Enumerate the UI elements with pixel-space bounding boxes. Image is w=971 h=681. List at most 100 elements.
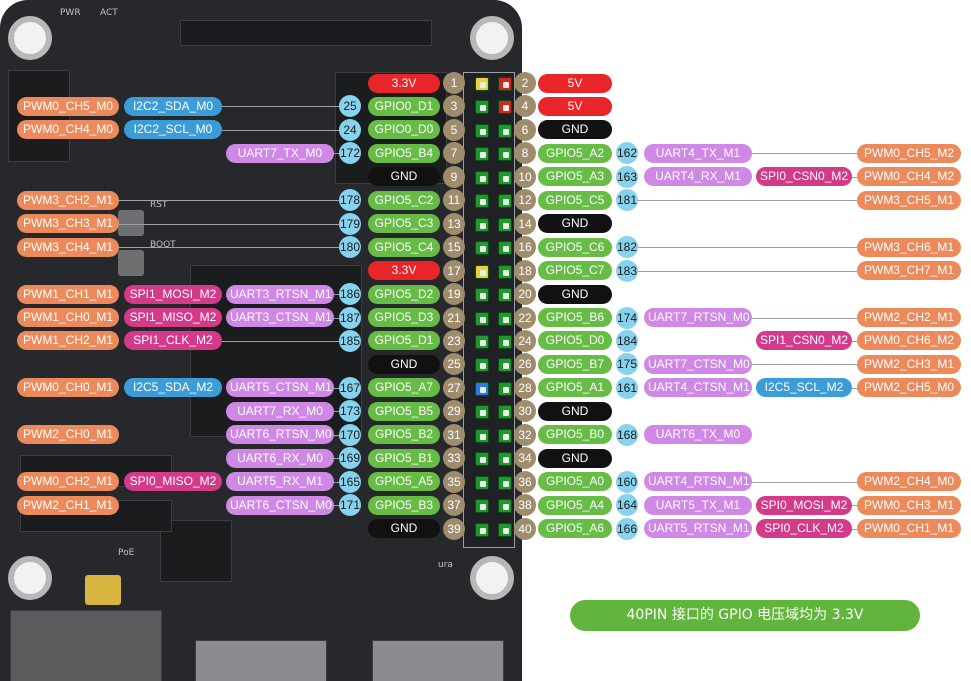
- spi-function-label: SPI1_CLK_M2: [124, 331, 222, 351]
- gpio-number: 164: [616, 494, 638, 517]
- gpio-name-label: GPIO5_B6: [538, 308, 612, 327]
- gpio-number: 186: [339, 283, 361, 306]
- leader-line: [334, 458, 339, 460]
- pin-number: 26: [514, 353, 536, 376]
- pin-6: [498, 123, 512, 138]
- mounting-hole: [470, 16, 514, 60]
- uart-function-label: UART5_TX_M1: [644, 495, 752, 515]
- pin-number: 23: [443, 329, 465, 352]
- gpio-number: 181: [616, 189, 638, 212]
- pin-23: [475, 334, 489, 349]
- gpio-name-label: GPIO5_A7: [368, 378, 440, 398]
- pwm-function-label: PWM3_CH3_M1: [17, 214, 119, 234]
- pin-number: 25: [443, 353, 465, 376]
- pin-number: 20: [514, 283, 536, 306]
- pin-number: 12: [514, 189, 536, 212]
- gpio-name-label: GPIO5_C4: [368, 237, 440, 257]
- pwm-function-label: PWM3_CH2_M1: [17, 190, 119, 210]
- leader-line: [222, 340, 339, 342]
- pin-number: 27: [443, 376, 465, 399]
- pwm-function-label: PWM0_CH6_M2: [857, 331, 961, 351]
- pwm-function-label: PWM2_CH1_M1: [17, 495, 119, 515]
- gpio-number: 178: [339, 189, 361, 212]
- pin-13: [475, 217, 489, 232]
- pin-number: 15: [443, 236, 465, 259]
- gpio-name-label: GPIO5_D3: [368, 308, 440, 327]
- gnd-label: GND: [368, 354, 440, 374]
- pin-number: 5: [443, 118, 465, 141]
- pwm-function-label: PWM2_CH2_M1: [857, 308, 961, 327]
- gpio-name-label: GPIO5_A6: [538, 519, 612, 539]
- spi-function-label: SPI0_CSN0_M2: [756, 167, 852, 187]
- pin-2: [498, 77, 512, 91]
- uart-function-label: UART7_RX_M0: [226, 401, 334, 421]
- leader-line: [334, 153, 339, 155]
- gpio-number: 161: [616, 376, 638, 399]
- leader-line: [638, 270, 857, 272]
- power-5v-label: 5V: [538, 73, 612, 93]
- gpio-number: 169: [339, 447, 361, 470]
- pin-16: [498, 241, 512, 256]
- pwm-function-label: PWM2_CH4_M0: [857, 472, 961, 492]
- pin-number: 33: [443, 447, 465, 470]
- leader-line: [334, 294, 339, 296]
- pwm-function-label: PWM1_CH2_M1: [17, 331, 119, 351]
- pin-32: [498, 428, 512, 443]
- pin-29: [475, 405, 489, 420]
- pin-number: 14: [514, 212, 536, 235]
- mounting-hole: [8, 556, 52, 600]
- uart-function-label: UART7_TX_M0: [226, 143, 334, 163]
- pwm-function-label: PWM1_CH0_M1: [17, 308, 119, 327]
- spi-function-label: SPI0_CLK_M2: [756, 519, 852, 539]
- gpio-name-label: GPIO5_A0: [538, 472, 612, 492]
- pwm-function-label: PWM0_CH3_M1: [857, 495, 961, 515]
- gpio-number: 24: [339, 118, 361, 141]
- pwm-function-label: PWM3_CH7_M1: [857, 261, 961, 281]
- leader-line: [334, 434, 339, 436]
- pin-number: 36: [514, 470, 536, 493]
- leader-line: [119, 247, 339, 249]
- pin-number: 29: [443, 400, 465, 423]
- pin-17: [475, 264, 489, 279]
- leader-line: [852, 528, 857, 530]
- pin-7: [475, 147, 489, 162]
- pin-number: 13: [443, 212, 465, 235]
- gpio-name-label: GPIO5_A3: [538, 167, 612, 187]
- gpio-40pin-header: [463, 72, 515, 548]
- gpio-name-label: GPIO0_D1: [368, 96, 440, 116]
- usb-port: [195, 640, 327, 681]
- uart-function-label: UART7_CTSN_M0: [644, 354, 752, 374]
- pin-number: 10: [514, 165, 536, 188]
- pin-number: 2: [514, 72, 536, 94]
- gpio-name-label: GPIO5_B0: [538, 425, 612, 445]
- gpio-name-label: GPIO5_A2: [538, 143, 612, 163]
- pin-number: 19: [443, 283, 465, 306]
- pin-number: 34: [514, 447, 536, 470]
- spi-function-label: SPI1_MISO_M2: [124, 308, 222, 327]
- gpio-name-label: GPIO5_B7: [538, 354, 612, 374]
- pwm-function-label: PWM1_CH1_M1: [17, 284, 119, 304]
- pin-35: [475, 475, 489, 490]
- pwm-function-label: PWM0_CH0_M1: [17, 378, 119, 398]
- pin-8: [498, 147, 512, 162]
- i2c-function-label: I2C5_SCL_M2: [756, 378, 852, 398]
- gpio-number: 163: [616, 165, 638, 188]
- pin-number: 6: [514, 118, 536, 141]
- leader-line: [852, 340, 857, 342]
- gpio-name-label: GPIO5_B1: [368, 448, 440, 468]
- leader-line: [334, 317, 339, 319]
- pin-number: 30: [514, 400, 536, 423]
- leader-line: [222, 129, 339, 131]
- uart-function-label: UART4_RX_M1: [644, 167, 752, 187]
- pwm-function-label: PWM3_CH4_M1: [17, 237, 119, 257]
- gpio-number: 165: [339, 470, 361, 493]
- gpio-name-label: GPIO5_A1: [538, 378, 612, 398]
- gnd-label: GND: [538, 120, 612, 140]
- gnd-label: GND: [538, 448, 612, 468]
- pin-number: 22: [514, 306, 536, 329]
- pwm-function-label: PWM0_CH4_M0: [17, 120, 119, 140]
- gpio-name-label: GPIO5_D1: [368, 331, 440, 351]
- pin-3: [475, 100, 489, 115]
- gpio-number: 183: [616, 259, 638, 282]
- gpio-number: 185: [339, 329, 361, 352]
